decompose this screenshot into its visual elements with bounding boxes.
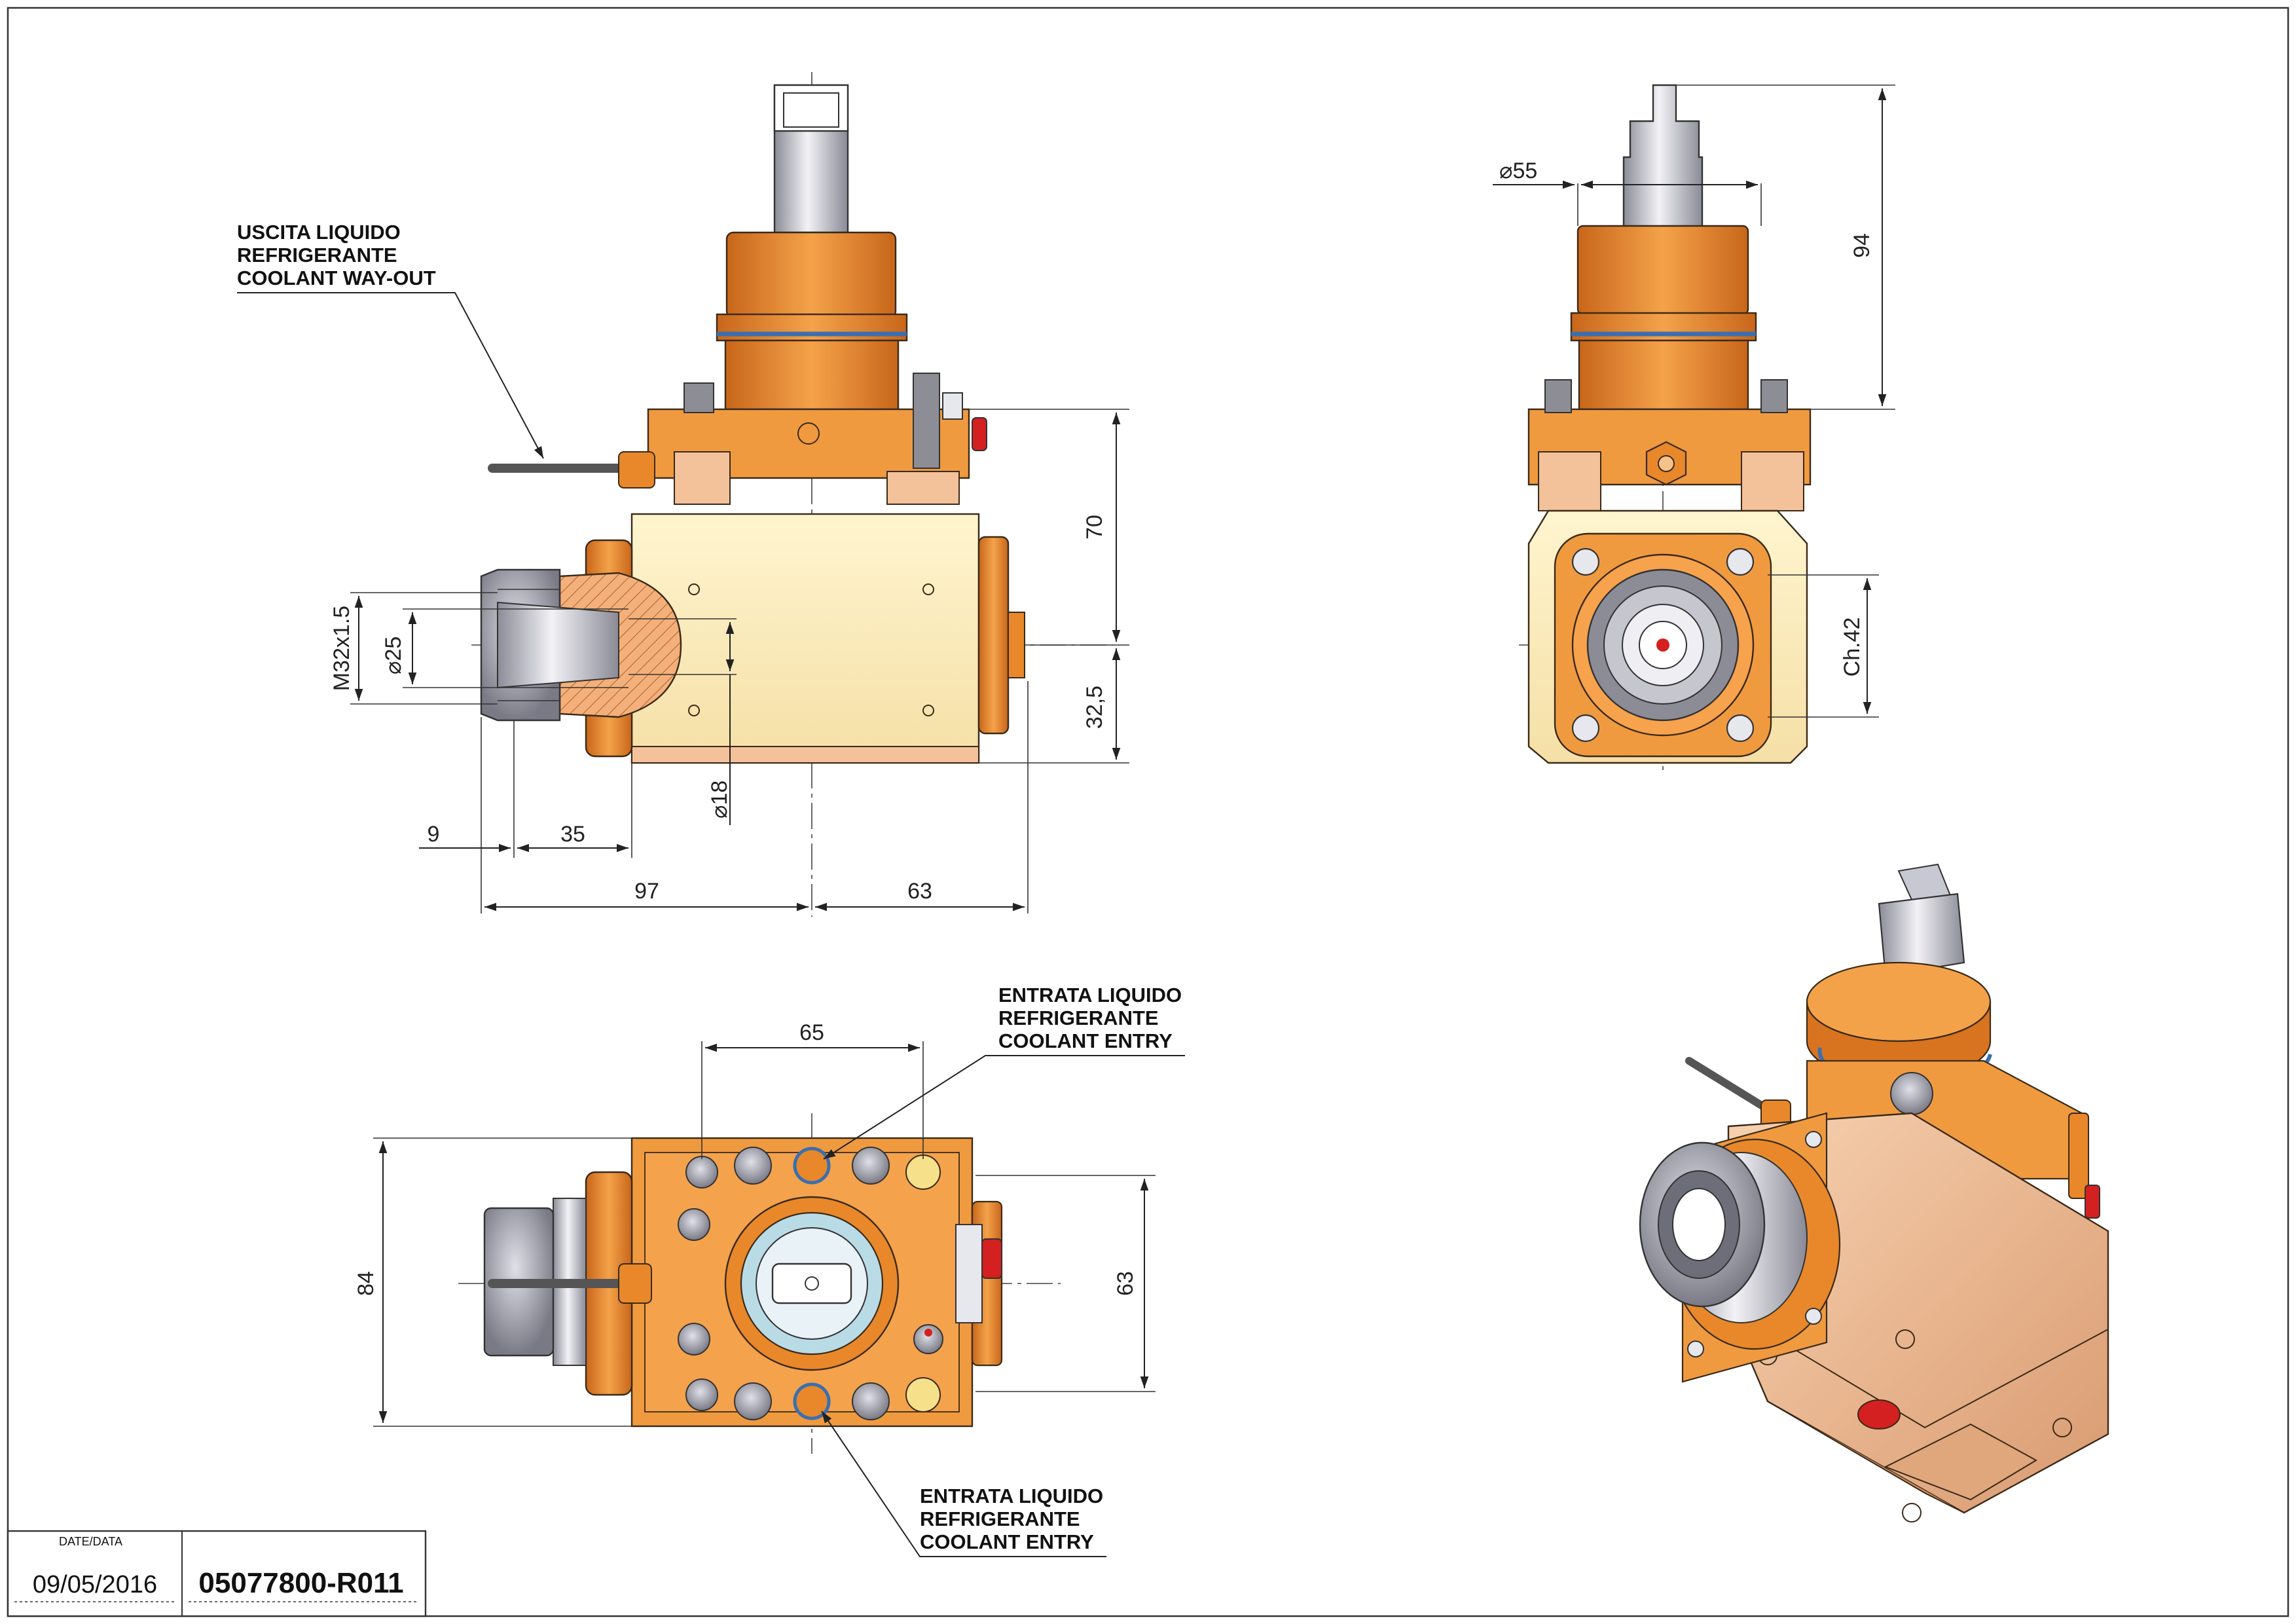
bottom-view — [458, 1113, 1061, 1454]
dia-symbol-25: ⌀ — [381, 661, 406, 674]
label-coolant-out-line1: USCITA LIQUIDO — [237, 221, 401, 244]
bottom-view-dimensions: 65 84 63 — [354, 1020, 1156, 1427]
dia-symbol-55: ⌀ — [1499, 158, 1512, 183]
label-coolant-in-bot-line1: ENTRATA LIQUIDO — [920, 1485, 1103, 1507]
dim-dia-18: 18 — [707, 781, 732, 805]
title-drawing-code: 05077800-R011 — [198, 1567, 403, 1599]
side-coolant-hole — [1656, 638, 1669, 652]
dia-symbol-18: ⌀ — [707, 805, 732, 819]
label-coolant-in-top-line1: ENTRATA LIQUIDO — [998, 984, 1182, 1006]
dim-70: 70 — [1082, 515, 1107, 540]
dim-9: 9 — [428, 822, 440, 847]
label-coolant-out-line3: COOLANT WAY-OUT — [237, 267, 436, 289]
dim-94: 94 — [1850, 233, 1874, 258]
label-coolant-in-bot-line3: COOLANT ENTRY — [920, 1530, 1094, 1553]
dim-32-5: 32,5 — [1082, 686, 1107, 729]
front-drive-housing — [725, 231, 897, 319]
svg-text:⌀55: ⌀55 — [1499, 158, 1537, 183]
front-view — [471, 72, 1113, 917]
callout-coolant-entry-bottom: ENTRATA LIQUIDO REFRIGERANTE COOLANT ENT… — [821, 1411, 1106, 1557]
dim-65: 65 — [799, 1020, 824, 1045]
front-view-dimensions: 70 32,5 M32x1.5 ⌀25 ⌀18 9 35 97 63 — [329, 409, 1129, 913]
dim-thread-m32: M32x1.5 — [329, 606, 354, 691]
front-right-cap — [977, 536, 1010, 735]
sheet-border — [7, 7, 2289, 1617]
isometric-view — [1639, 863, 2109, 1522]
title-date-label: DATE/DATA — [59, 1535, 122, 1548]
label-coolant-in-top-line3: COOLANT ENTRY — [998, 1029, 1173, 1052]
iso-coolant-plug — [1857, 1399, 1901, 1430]
callout-coolant-entry-top: ENTRATA LIQUIDO REFRIGERANTE COOLANT ENT… — [823, 984, 1185, 1160]
svg-text:⌀25: ⌀25 — [381, 637, 406, 674]
dim-84: 84 — [354, 1271, 378, 1296]
dim-dia-55: 55 — [1512, 158, 1537, 183]
dim-35: 35 — [560, 822, 585, 847]
dim-63-bottom: 63 — [1113, 1271, 1138, 1296]
label-coolant-out-line2: REFRIGERANTE — [237, 244, 397, 267]
side-shaft — [1622, 84, 1704, 231]
label-coolant-in-top-line2: REFRIGERANTE — [998, 1006, 1159, 1029]
dim-dia-25: 25 — [381, 637, 406, 661]
dim-63-front: 63 — [907, 879, 932, 904]
side-view-dimensions: ⌀55 94 Ch.42 — [1493, 84, 1895, 718]
front-shaft-tang — [773, 84, 849, 132]
callout-coolant-way-out: USCITA LIQUIDO REFRIGERANTE COOLANT WAY-… — [237, 221, 544, 459]
title-block: DATE/DATA 09/05/2016 05077800-R011 — [7, 1530, 427, 1617]
label-coolant-in-bot-line2: REFRIGERANTE — [920, 1507, 1080, 1530]
side-view — [1519, 84, 1812, 773]
dim-ch42: Ch.42 — [1840, 618, 1865, 677]
front-main-body — [630, 513, 980, 764]
svg-text:⌀18: ⌀18 — [707, 781, 732, 819]
dim-97: 97 — [634, 879, 659, 904]
title-date: 09/05/2016 — [33, 1571, 157, 1598]
